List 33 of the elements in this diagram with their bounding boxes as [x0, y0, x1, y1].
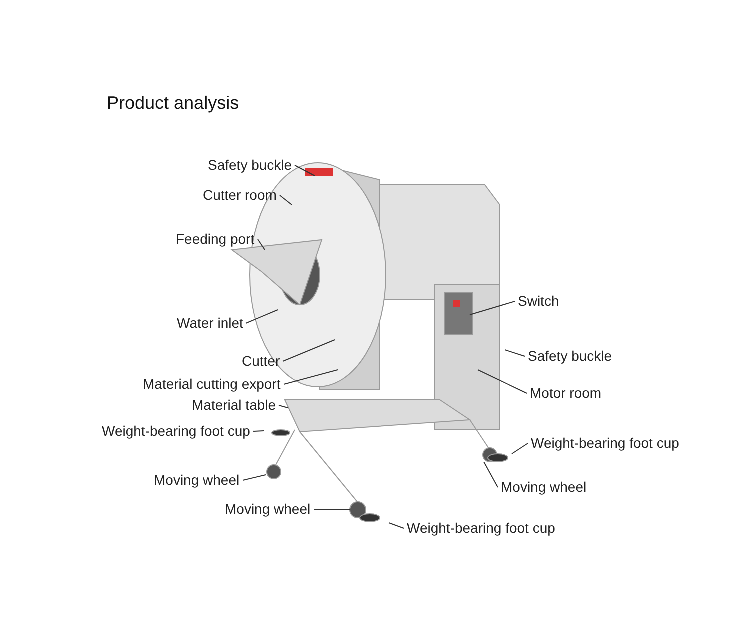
- leader-line: [280, 195, 292, 206]
- leader-line: [242, 474, 266, 481]
- leader-line: [314, 509, 350, 510]
- leader-line: [246, 310, 278, 324]
- part-label: Moving wheel: [154, 472, 240, 489]
- part-label: Material table: [192, 397, 276, 414]
- part-label: Cutter: [242, 353, 280, 370]
- leader-line: [284, 370, 338, 385]
- leader-line: [478, 370, 528, 394]
- leader-line: [282, 340, 336, 362]
- diagram-title: Product analysis: [107, 93, 240, 114]
- part-label: Weight-bearing foot cup: [102, 423, 250, 440]
- leader-line: [258, 239, 266, 250]
- part-label: Cutter room: [203, 187, 277, 204]
- leader-line: [252, 430, 264, 432]
- part-label: Weight-bearing foot cup: [531, 435, 680, 452]
- part-label: Weight-bearing foot cup: [407, 520, 556, 537]
- leader-line: [294, 165, 316, 176]
- leader-line: [504, 350, 526, 357]
- part-label: Material cutting export: [143, 376, 281, 393]
- leader-line: [388, 522, 404, 529]
- leader-line: [470, 301, 516, 316]
- part-label: Motor room: [530, 385, 602, 402]
- part-label: Feeding port: [176, 231, 255, 248]
- leader-line: [484, 462, 498, 488]
- part-label: Safety buckle: [208, 157, 292, 174]
- part-label: Water inlet: [177, 315, 244, 332]
- part-label: Moving wheel: [501, 479, 587, 496]
- part-label: Moving wheel: [225, 501, 311, 518]
- leader-line: [278, 405, 288, 408]
- leader-line: [512, 443, 528, 454]
- part-label: Safety buckle: [528, 348, 612, 365]
- part-label: Switch: [518, 293, 560, 310]
